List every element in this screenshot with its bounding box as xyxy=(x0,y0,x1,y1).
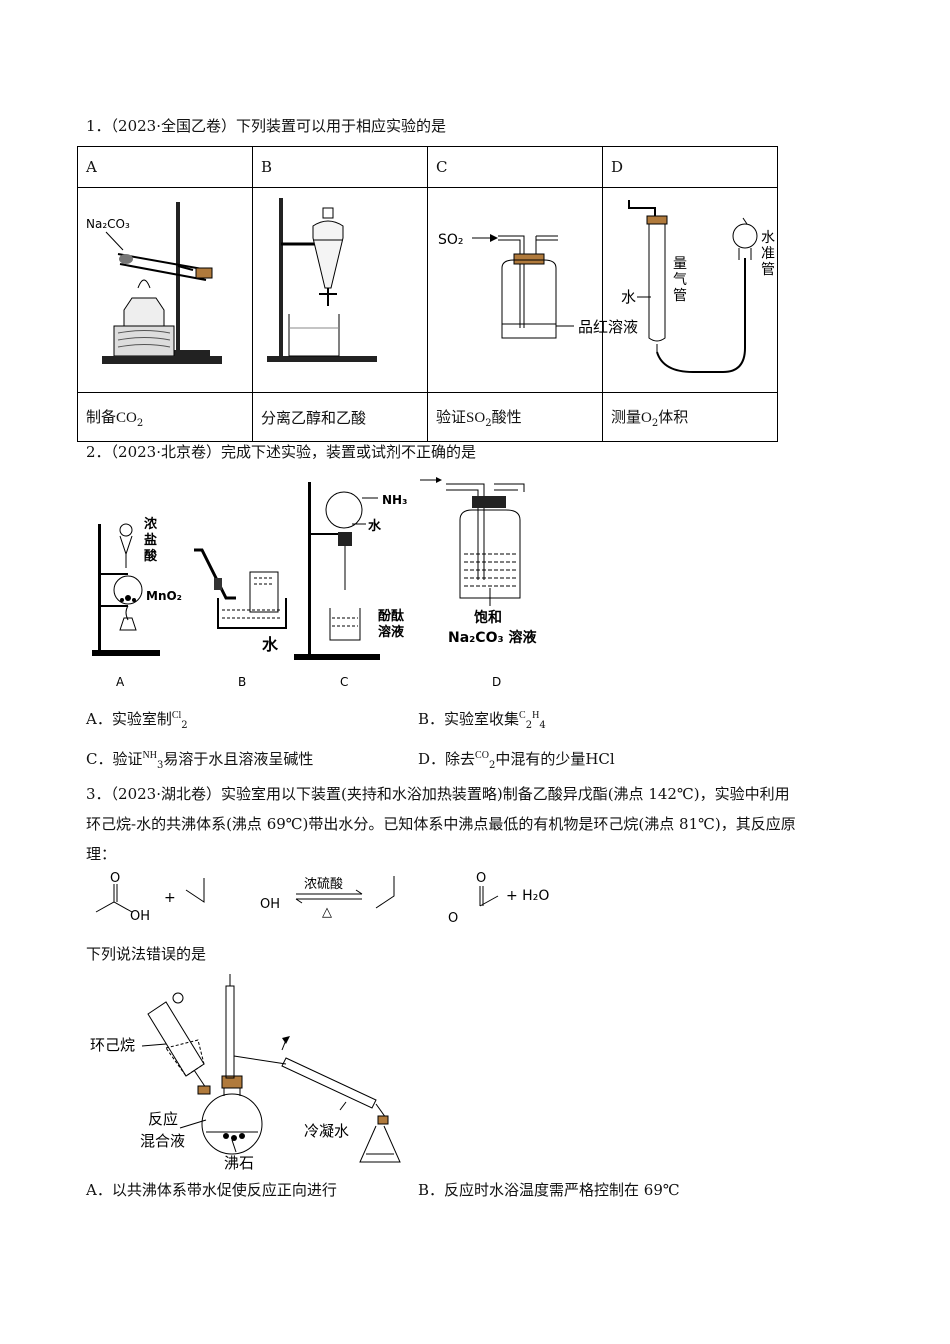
q1-stem: 1．（2023·全国乙卷）下列装置可以用于相应实验的是 xyxy=(86,117,446,135)
measuring-tube-1: 量 xyxy=(673,256,687,272)
measuring-tube-3: 管 xyxy=(673,288,687,304)
phenolphthalein-1: 酚酞 xyxy=(378,608,405,624)
q2-apparatus-a: 浓 盐 酸 MnO₂ xyxy=(92,516,182,656)
na2co3-solution-label: Na₂CO₃ 溶液 xyxy=(448,629,537,646)
leveling-tube-2: 准 xyxy=(761,246,775,262)
q3-stem-line3: 理： xyxy=(86,845,117,863)
q1-figure-c: SO₂ 品红溶液 xyxy=(427,187,638,393)
q3-stem-line1: 3．（2023·湖北卷）实验室用以下装置(夹持和水浴加热装置略)制备乙酸异戊酯(… xyxy=(86,785,790,803)
q2-apparatus-b: 水 xyxy=(194,548,287,654)
apparatus-d-diagram: 水 量 气 管 水 准 管 xyxy=(621,200,775,373)
mno2-label: MnO₂ xyxy=(146,589,182,603)
saturated-label: 饱和 xyxy=(474,609,502,626)
q3-option-a: A．以共沸体系带水促使反应正向进行 xyxy=(86,1181,337,1199)
ester-carbonyl-o: O xyxy=(476,871,486,886)
q3-stem-line2: 环己烷-水的共沸体系(沸点 69℃)带出水分。已知体系中沸点最低的有机物是环己烷… xyxy=(86,815,796,833)
apparatus-b-diagram xyxy=(267,198,377,362)
mixture-label-2: 混合液 xyxy=(140,1132,185,1150)
leveling-tube-1: 水 xyxy=(761,230,775,246)
q2-letter-c: C xyxy=(340,675,348,689)
q3-option-b: B．反应时水浴温度需严格控制在 69℃ xyxy=(418,1181,680,1199)
mixture-label-1: 反应 xyxy=(148,1110,178,1128)
water-label-d: 水 xyxy=(621,288,636,306)
na2co3-label: Na₂CO₃ xyxy=(86,217,130,231)
nh3-label: NH₃ xyxy=(382,493,407,507)
acetic-o: O xyxy=(110,871,120,886)
q1-caption-a: 制备CO2 xyxy=(77,392,253,442)
so2-label: SO₂ xyxy=(438,232,464,248)
heat-condition: △ xyxy=(322,905,332,920)
catalyst-label: 浓硫酸 xyxy=(304,877,343,892)
q3-apparatus-figure: 环己烷 反应 混合液 沸石 冷凝水 xyxy=(90,974,401,1172)
q2-option-d: D．除去CO2中混有的少量HCl xyxy=(418,750,615,771)
measuring-tube-2: 气 xyxy=(673,272,687,288)
cooling-water-label: 冷凝水 xyxy=(304,1122,349,1140)
q2-apparatus-d: 饱和 Na₂CO₃ 溶液 xyxy=(420,477,537,646)
q1-header-b: B xyxy=(252,146,428,188)
q2-apparatus-c: NH₃ 水 酚酞 溶液 xyxy=(294,482,407,660)
conc-hcl-1: 浓 xyxy=(144,516,158,532)
q1-figure-d: 水 量 气 管 水 准 管 xyxy=(602,187,778,393)
q1-caption-c: 验证SO2酸性 xyxy=(427,392,603,442)
apparatus-a-diagram: Na₂CO₃ xyxy=(86,202,222,364)
q2-letter-a: A xyxy=(116,675,125,689)
ester-o: O xyxy=(448,911,458,926)
q3-prompt: 下列说法错误的是 xyxy=(86,945,207,963)
q1-header-c: C xyxy=(427,146,603,188)
q2-apparatus-figure: 浓 盐 酸 MnO₂ 水 NH₃ 水 酚酞 溶液 xyxy=(92,477,537,689)
leveling-tube-3: 管 xyxy=(761,262,775,278)
water-byproduct: + H₂O xyxy=(506,888,549,904)
acetic-oh: OH xyxy=(130,909,150,924)
q1-figure-b xyxy=(252,187,428,393)
q2-stem: 2．（2023·北京卷）完成下述实验，装置或试剂不正确的是 xyxy=(86,443,476,461)
boiling-chips-label: 沸石 xyxy=(224,1154,254,1172)
q2-letter-b: B xyxy=(238,675,246,689)
q2-letter-d: D xyxy=(492,675,501,689)
q1-caption-d: 测量O2体积 xyxy=(602,392,778,442)
q2-option-c: C．验证NH3易溶于水且溶液呈碱性 xyxy=(86,750,314,771)
cyclohexane-label: 环己烷 xyxy=(90,1036,135,1054)
q1-caption-b: 分离乙醇和乙酸 xyxy=(252,392,428,442)
phenolphthalein-2: 溶液 xyxy=(378,624,404,640)
q1-options-table: A B C D Na₂CO₃ xyxy=(77,146,778,442)
water-label-c: 水 xyxy=(368,518,382,534)
q3-reaction-equation: O OH + OH 浓硫酸 △ O O + H₂O xyxy=(95,871,549,926)
q1-header-d: D xyxy=(602,146,778,188)
plus-sign: + xyxy=(164,890,176,906)
conc-hcl-3: 酸 xyxy=(144,548,158,564)
water-label-b: 水 xyxy=(262,635,279,654)
conc-hcl-2: 盐 xyxy=(144,532,157,548)
q2-option-a: A．实验室制Cl2 xyxy=(86,710,188,731)
alcohol-oh: OH xyxy=(260,897,280,912)
q1-header-a: A xyxy=(77,146,253,188)
q2-option-b: B．实验室收集C2H4 xyxy=(418,710,546,731)
q1-figure-a: Na₂CO₃ xyxy=(77,187,253,393)
